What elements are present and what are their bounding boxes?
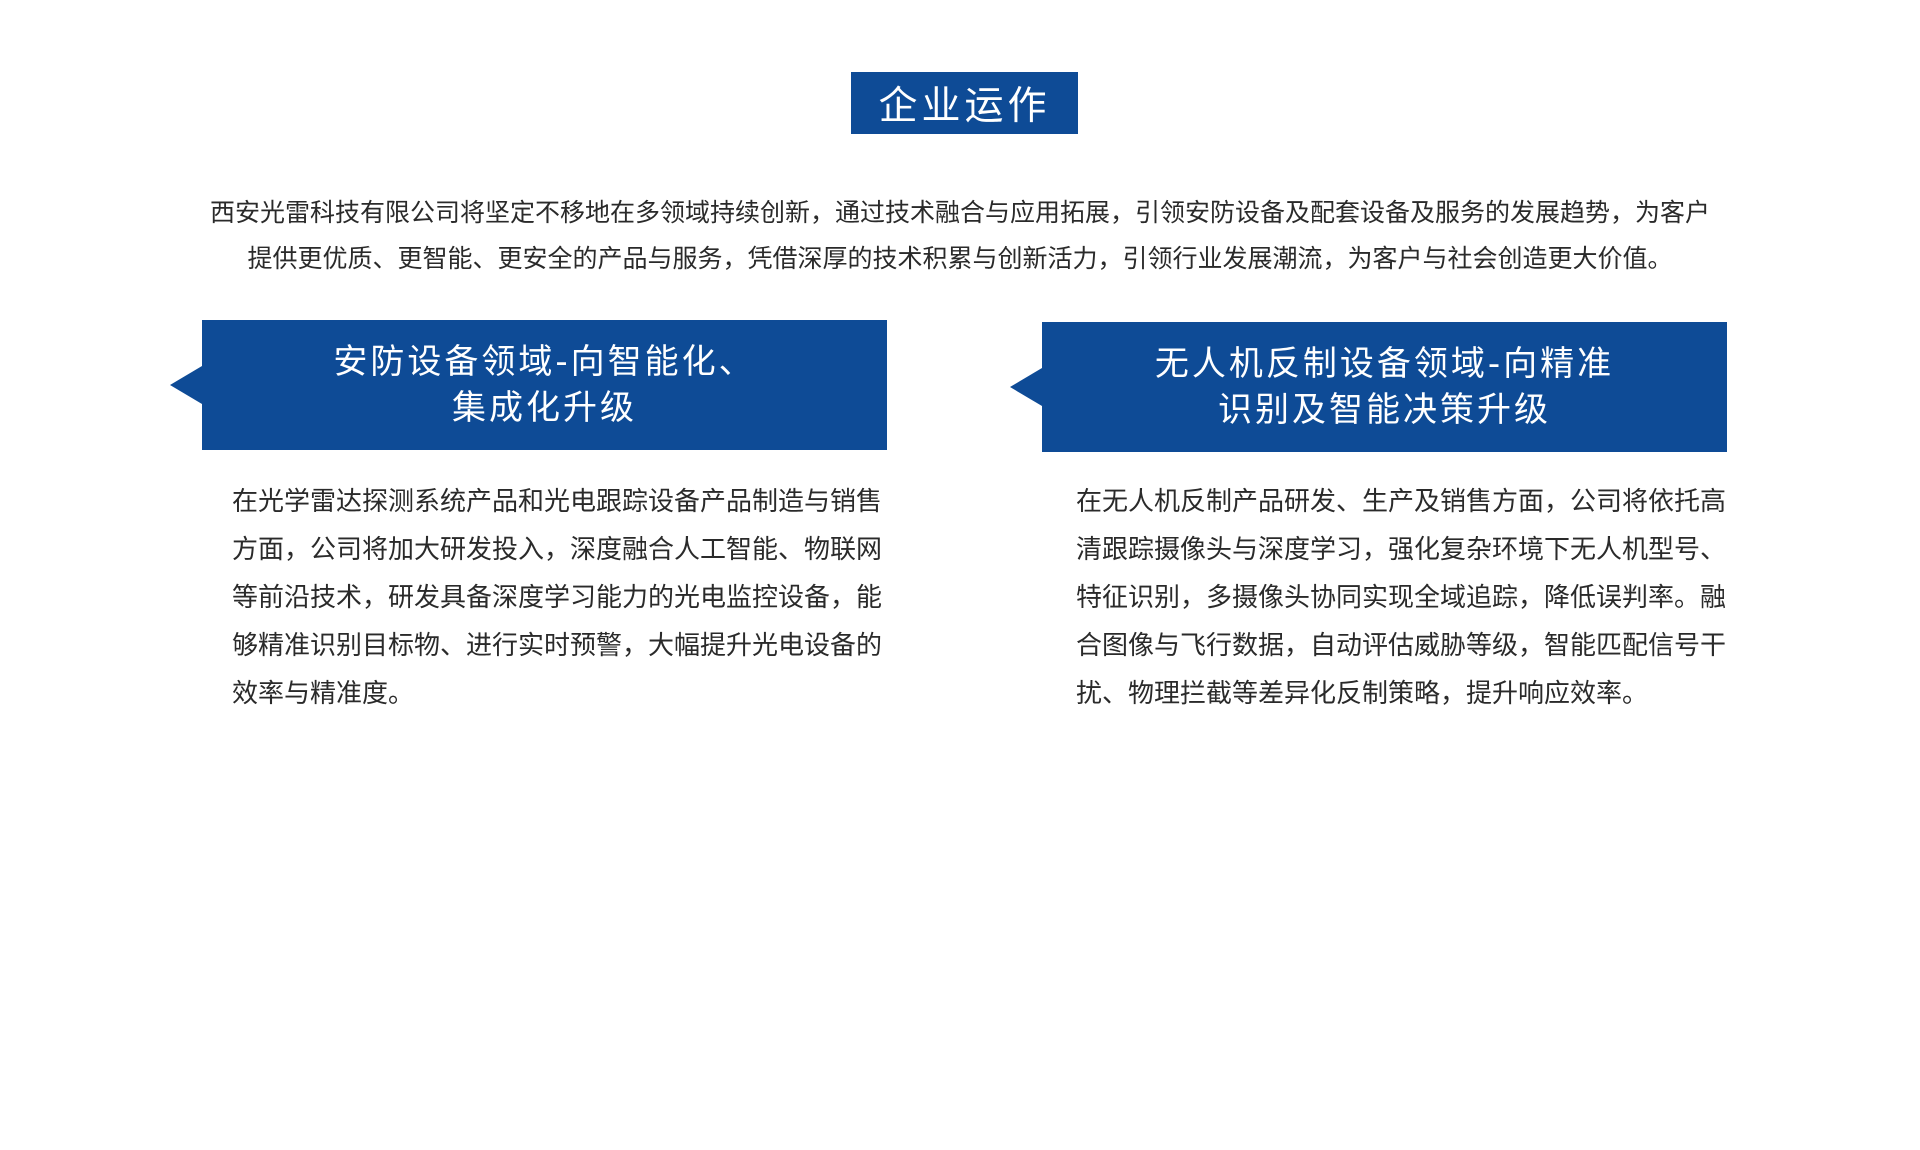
section-header-security: 安防设备领域-向智能化、 集成化升级: [170, 320, 887, 450]
page-title: 企业运作: [851, 72, 1078, 134]
section-heading-line-1: 无人机反制设备领域-向精准: [1154, 344, 1615, 384]
intro-paragraph: 西安光雷科技有限公司将坚定不移地在多领域持续创新，通过技术融合与应用拓展，引领安…: [110, 190, 1810, 282]
section-heading-line-1: 安防设备领域-向智能化、: [333, 342, 756, 382]
pointer-arrow-icon: [170, 366, 202, 404]
section-heading-security: 安防设备领域-向智能化、 集成化升级: [333, 339, 755, 431]
intro-line-2: 提供更优质、更智能、更安全的产品与服务，凭借深厚的技术积累与创新活力，引领行业发…: [247, 244, 1673, 273]
pointer-arrow-icon: [1010, 368, 1042, 406]
intro-line-1: 西安光雷科技有限公司将坚定不移地在多领域持续创新，通过技术融合与应用拓展，引领安…: [209, 198, 1710, 227]
section-body-counter-drone: 在无人机反制产品研发、生产及销售方面，公司将依托高清跟踪摄像头与深度学习，强化复…: [1076, 487, 1727, 709]
section-heading-counter-drone: 无人机反制设备领域-向精准 识别及智能决策升级: [1155, 341, 1614, 433]
section-body-security: 在光学雷达探测系统产品和光电跟踪设备产品制造与销售方面，公司将加大研发投入，深度…: [232, 487, 883, 709]
section-heading-line-2: 识别及智能决策升级: [1218, 390, 1551, 430]
section-header-counter-drone: 无人机反制设备领域-向精准 识别及智能决策升级: [1010, 322, 1727, 452]
page-title-text: 企业运作: [878, 84, 1051, 129]
section-heading-line-2: 集成化升级: [452, 388, 637, 428]
